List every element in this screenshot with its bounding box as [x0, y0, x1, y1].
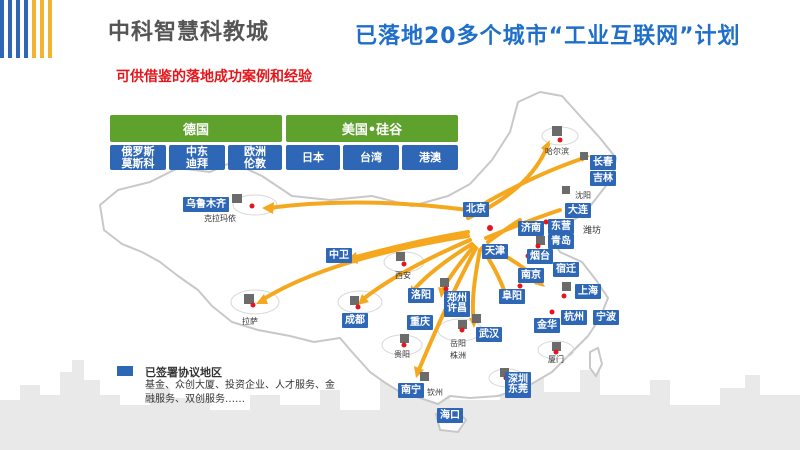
taiwan-label: 台湾: [343, 145, 399, 170]
city-haikou: 海口: [437, 408, 463, 423]
city-dongying: 东营: [548, 219, 574, 234]
city-nanjing: 南京: [518, 268, 544, 283]
city-xiamen: 厦门: [548, 355, 564, 364]
germany-label: 德国: [110, 115, 282, 142]
city-shenyang: 沈阳: [575, 191, 591, 200]
city-jinan: 济南: [518, 221, 544, 236]
city-ningbo: 宁波: [593, 310, 619, 325]
city-xian: 西安: [395, 271, 411, 280]
city-dalian: 大连: [565, 203, 591, 218]
city-nanning: 南宁: [398, 383, 424, 398]
city-jinhua: 金华: [534, 318, 560, 333]
moscow-label: 俄罗斯 莫斯科: [110, 145, 166, 170]
city-chongqing: 重庆: [407, 315, 433, 330]
city-luoyang: 洛阳: [408, 288, 434, 303]
city-fuyang: 阜阳: [499, 289, 525, 304]
city-qingdao: 青岛: [548, 234, 574, 249]
taiwan-island: [589, 346, 604, 378]
legend-description: 基金、众创大厦、投资企业、人才服务、金融服务、双创服务……: [145, 380, 335, 405]
page-headline: 已落地20多个城市“工业互联网”计划: [355, 24, 741, 49]
usa-silicon-valley-label: 美国•硅谷: [286, 115, 458, 142]
city-karamay: 克拉玛依: [204, 214, 236, 223]
city-yueyang-zhuzhou: 岳阳 株洲: [450, 339, 466, 360]
city-yantai: 烟台: [527, 249, 553, 264]
corner-stripes-decoration: [0, 0, 52, 58]
city-chengdu: 成都: [342, 313, 368, 328]
dubai-label: 中东 迪拜: [169, 145, 225, 170]
legend-swatch: [117, 366, 133, 376]
london-label: 欧洲 伦敦: [228, 145, 282, 170]
city-hangzhou: 杭州: [561, 310, 587, 325]
city-beijing: 北京: [463, 202, 489, 217]
city-shenzhen-dongguan: 深圳 东莞: [505, 372, 531, 398]
city-qinzhou: 钦州: [427, 388, 443, 397]
city-changchun: 长春: [590, 155, 616, 170]
hongkong-macau-label: 港澳: [402, 145, 458, 170]
legend-title: 已签署协议地区: [145, 366, 222, 379]
china-outline: [99, 91, 617, 405]
city-jilin: 吉林: [590, 171, 616, 186]
city-zhengzhou-xuchang: 郑州 许昌: [444, 291, 470, 317]
international-partners-panel: 德国 美国•硅谷 俄罗斯 莫斯科 中东 迪拜 欧洲 伦敦 日本 台湾 港澳: [110, 115, 460, 171]
section-subheadline: 可供借鉴的落地成功案例和经验: [116, 69, 312, 85]
city-shanghai: 上海: [575, 284, 601, 299]
city-weifang: 潍坊: [583, 226, 602, 236]
building-icons: [232, 126, 588, 381]
japan-label: 日本: [286, 145, 340, 170]
city-harbin: 哈尔滨: [545, 147, 569, 156]
city-zhongwei: 中卫: [326, 248, 352, 263]
city-suqian: 宿迁: [553, 262, 579, 277]
city-lhasa: 拉萨: [242, 317, 258, 326]
city-wuhan: 武汉: [476, 327, 502, 342]
brand-title: 中科智慧科教城: [108, 20, 270, 45]
city-tianjin: 天津: [482, 244, 508, 259]
city-urumqi: 乌鲁木齐: [183, 197, 229, 212]
city-guiyang: 贵阳: [394, 350, 410, 359]
